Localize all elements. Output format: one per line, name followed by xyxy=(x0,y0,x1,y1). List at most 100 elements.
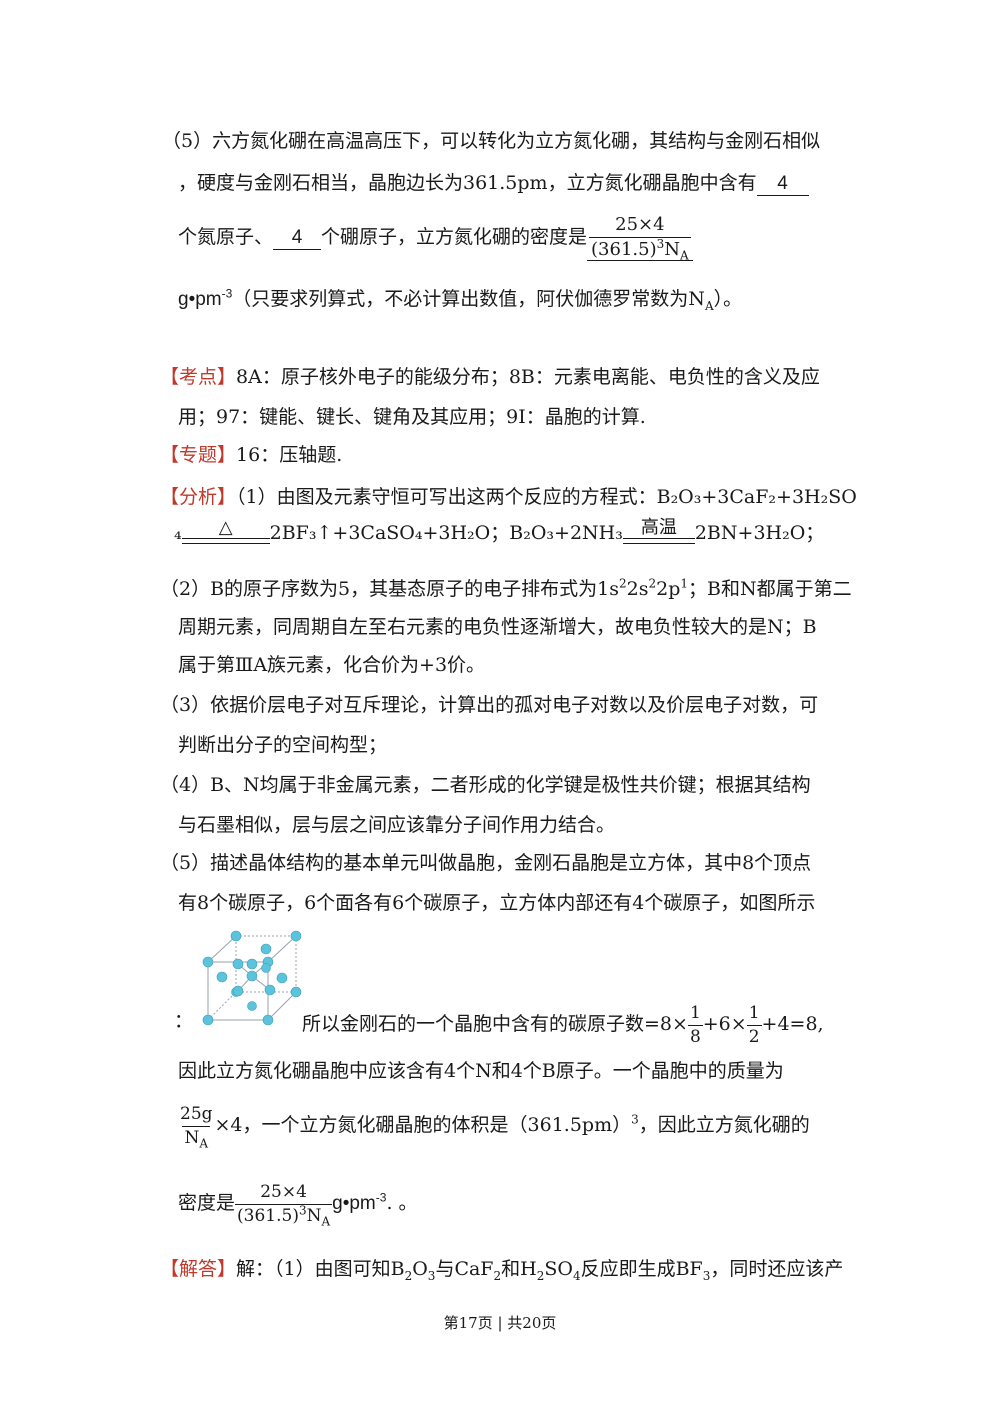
q5-text: 个氮原子、 xyxy=(178,225,274,248)
den-exp: 3 xyxy=(656,236,665,251)
numerator: 25g xyxy=(180,1103,213,1124)
eq-text: 2BN+3H₂O； xyxy=(694,522,825,544)
double-line xyxy=(181,538,270,544)
unit-text: g•pm xyxy=(332,1193,376,1214)
jieda-text: 和H xyxy=(501,1258,537,1280)
fenxi-p2-line-1: （2）B的原子序数为5，其基态原子的电子排布式为1s22s22p1；B和N都属于… xyxy=(160,576,852,602)
subscript: 2 xyxy=(404,1268,413,1283)
fenxi-p4-line-1: （4）B、N均属于非金属元素，二者形成的化学键是极性共价键；根据其结构 xyxy=(160,772,811,798)
jieda-text: SO xyxy=(544,1258,573,1280)
fenxi-text: +4=8, xyxy=(761,1013,824,1035)
kaodian-tag: 【考点】 xyxy=(160,366,237,388)
fenxi-p2-line-2: 周期元素，同周期自左至右元素的电负性逐渐增大，故电负性较大的是N；B xyxy=(178,614,817,640)
subscript: 3 xyxy=(702,1268,711,1283)
fenxi-text: 因此立方氮化硼晶胞中应该含有4个N和4个B原子。一个晶胞中的质量为 xyxy=(178,1060,784,1082)
fenxi-p3-line-2: 判断出分子的空间构型； xyxy=(178,732,387,758)
fenxi-p4-line-2: 与石墨相似，层与层之间应该靠分子间作用力结合。 xyxy=(178,812,615,838)
den-n: N xyxy=(184,1127,200,1148)
fenxi-text: ；B和N都属于第二 xyxy=(688,578,852,600)
kaodian-line-1: 【考点】8A：原子核外电子的能级分布；8B：元素电离能、电负性的含义及应 xyxy=(160,364,820,390)
den-base: (361.5) xyxy=(591,238,657,260)
fenxi-p5-line-2: 有8个碳原子，6个面各有6个碳原子，立方体内部还有4个碳原子，如图所示 xyxy=(178,890,815,916)
superscript: 3 xyxy=(631,1112,639,1127)
numerator: 1 xyxy=(748,1002,760,1023)
jieda-text: 解：（1）由图可知B xyxy=(236,1258,405,1280)
superscript: 2 xyxy=(648,576,657,591)
unit-text: g•pm xyxy=(178,289,222,310)
denominator: 8 xyxy=(687,1024,703,1047)
den-sub: A xyxy=(321,1213,331,1228)
eq-text: 2BF₃↑+3CaSO₄+3H₂O；B₂O₃+2NH₃ xyxy=(269,522,623,544)
fenxi-p5-line-4: 因此立方氮化硼晶胞中应该含有4个N和4个B原子。一个晶胞中的质量为 xyxy=(178,1058,784,1084)
fenxi-text: （3）依据价层电子对互斥理论，计算出的孤对电子对数以及价层电子对数，可 xyxy=(160,694,819,716)
jieda-text: ，同时还应该产 xyxy=(710,1258,844,1280)
jieda-text: O xyxy=(412,1258,428,1280)
page-footer: 第17页 | 共20页 xyxy=(443,1314,557,1332)
fenxi-text: ×4，一个立方氮化硼晶胞的体积是（361.5pm） xyxy=(214,1114,632,1136)
q5-text: ，硬度与金刚石相当，晶胞边长为361.5pm，立方氮化硼晶胞中含有 xyxy=(178,172,757,194)
denominator: 2 xyxy=(746,1024,762,1047)
denominator: NA xyxy=(182,1125,211,1150)
q5-text: （5）六方氮化硼在高温高压下，可以转化为立方氮化硼，其结构与金刚石相似 xyxy=(162,130,821,152)
equation-line: ₄ △ 2BF₃↑+3CaSO₄+3H₂O；B₂O₃+2NH₃ 高温 2BN+3H₂O； xyxy=(174,518,824,548)
density-denominator: (361.5)3NA xyxy=(589,236,691,263)
fenxi-p3-line-1: （3）依据价层电子对互斥理论，计算出的孤对电子对数以及价层电子对数，可 xyxy=(160,692,818,718)
q5-line-4: g•pm-3（只要求列算式，不必计算出数值，阿伏伽德罗常数为NA）。 xyxy=(178,286,742,313)
fenxi-text: ，因此立方氮化硼的 xyxy=(638,1114,810,1136)
eq-text: ₄ xyxy=(174,522,182,544)
fenxi-text: . 。 xyxy=(386,1192,418,1214)
heat-triangle-icon: △ xyxy=(218,517,233,538)
subscript: 4 xyxy=(572,1268,581,1283)
fenxi-text: ： xyxy=(174,1010,194,1032)
jieda-text: 与CaF xyxy=(435,1258,494,1280)
fenxi-text: 与石墨相似，层与层之间应该靠分子间作用力结合。 xyxy=(178,814,616,836)
jieda-tag: 【解答】 xyxy=(160,1258,237,1280)
superscript: 2 xyxy=(618,576,627,591)
answer-blank-boron: 4 xyxy=(273,227,322,250)
fenxi-p2-line-3: 属于第ⅢA族元素，化合价为+3价。 xyxy=(178,652,485,678)
zhuanti-line: 【专题】16：压轴题. xyxy=(160,442,342,468)
numerator: 25×4 xyxy=(260,1181,307,1202)
denominator: (361.5)3NA xyxy=(235,1202,333,1228)
condition-text: 高温 xyxy=(640,517,677,538)
subscript: 3 xyxy=(427,1268,436,1283)
q5-text: 个硼原子，立方氮化硼的密度是 xyxy=(321,225,588,248)
fenxi-text: （2）B的原子序数为5，其基态原子的电子排布式为1s xyxy=(160,578,619,600)
answer-blank-density: 25×4(361.5)3NA xyxy=(587,215,693,261)
den-base: (361.5) xyxy=(237,1205,299,1226)
density-numerator: 25×4 xyxy=(615,214,665,235)
den-sub: A xyxy=(199,1135,209,1150)
fenxi-text: 所以金刚石的一个晶胞中含有的碳原子数=8× xyxy=(302,1013,688,1035)
answer-blank-nitrogen: 4 xyxy=(756,173,809,196)
unit-exp: -3 xyxy=(221,286,233,301)
kaodian-text: 用；97：键能、键长、键角及其应用；9I：晶胞的计算. xyxy=(178,406,646,428)
den-sub: A xyxy=(680,248,689,263)
zhuanti-tag: 【专题】 xyxy=(160,444,237,466)
q5-text: ）。 xyxy=(713,288,743,310)
kaodian-text: 8A：原子核外电子的能级分布；8B：元素电离能、电负性的含义及应 xyxy=(236,366,820,388)
fenxi-tag: 【分析】 xyxy=(160,486,237,508)
fenxi-text: （4）B、N均属于非金属元素，二者形成的化学键是极性共价键；根据其结构 xyxy=(160,774,811,796)
density-fraction: 25×4(361.5)3NA xyxy=(589,214,691,263)
kaodian-line-2: 用；97：键能、键长、键角及其应用；9I：晶胞的计算. xyxy=(178,404,646,430)
fenxi-line-1: 【分析】（1）由图及元素守恒可写出这两个反应的方程式：B₂O₃+3CaF₂+3H… xyxy=(160,484,857,510)
jieda-line: 【解答】解：（1）由图可知B2O3与CaF2和H2SO4反应即生成BF3，同时还… xyxy=(160,1256,843,1282)
superscript: 1 xyxy=(680,576,689,591)
fenxi-text: +6× xyxy=(702,1013,747,1035)
den-n: N xyxy=(306,1205,322,1226)
diamond-unit-cell-icon xyxy=(198,928,302,1028)
subscript: 2 xyxy=(493,1268,502,1283)
double-line xyxy=(622,538,695,544)
fenxi-text: 属于第ⅢA族元素，化合价为+3价。 xyxy=(178,654,486,676)
q5-text: （只要求列算式，不必计算出数值，阿伏伽德罗常数为N xyxy=(232,288,705,310)
q5-line-1: （5）六方氮化硼在高温高压下，可以转化为立方氮化硼，其结构与金刚石相似 xyxy=(162,128,820,154)
den-exp: 3 xyxy=(298,1202,307,1217)
fenxi-text: 有8个碳原子，6个面各有6个碳原子，立方体内部还有4个碳原子，如图所示 xyxy=(178,892,816,914)
fenxi-p5-line-1: （5）描述晶体结构的基本单元叫做晶胞，金刚石晶胞是立方体，其中8个顶点 xyxy=(160,850,811,876)
